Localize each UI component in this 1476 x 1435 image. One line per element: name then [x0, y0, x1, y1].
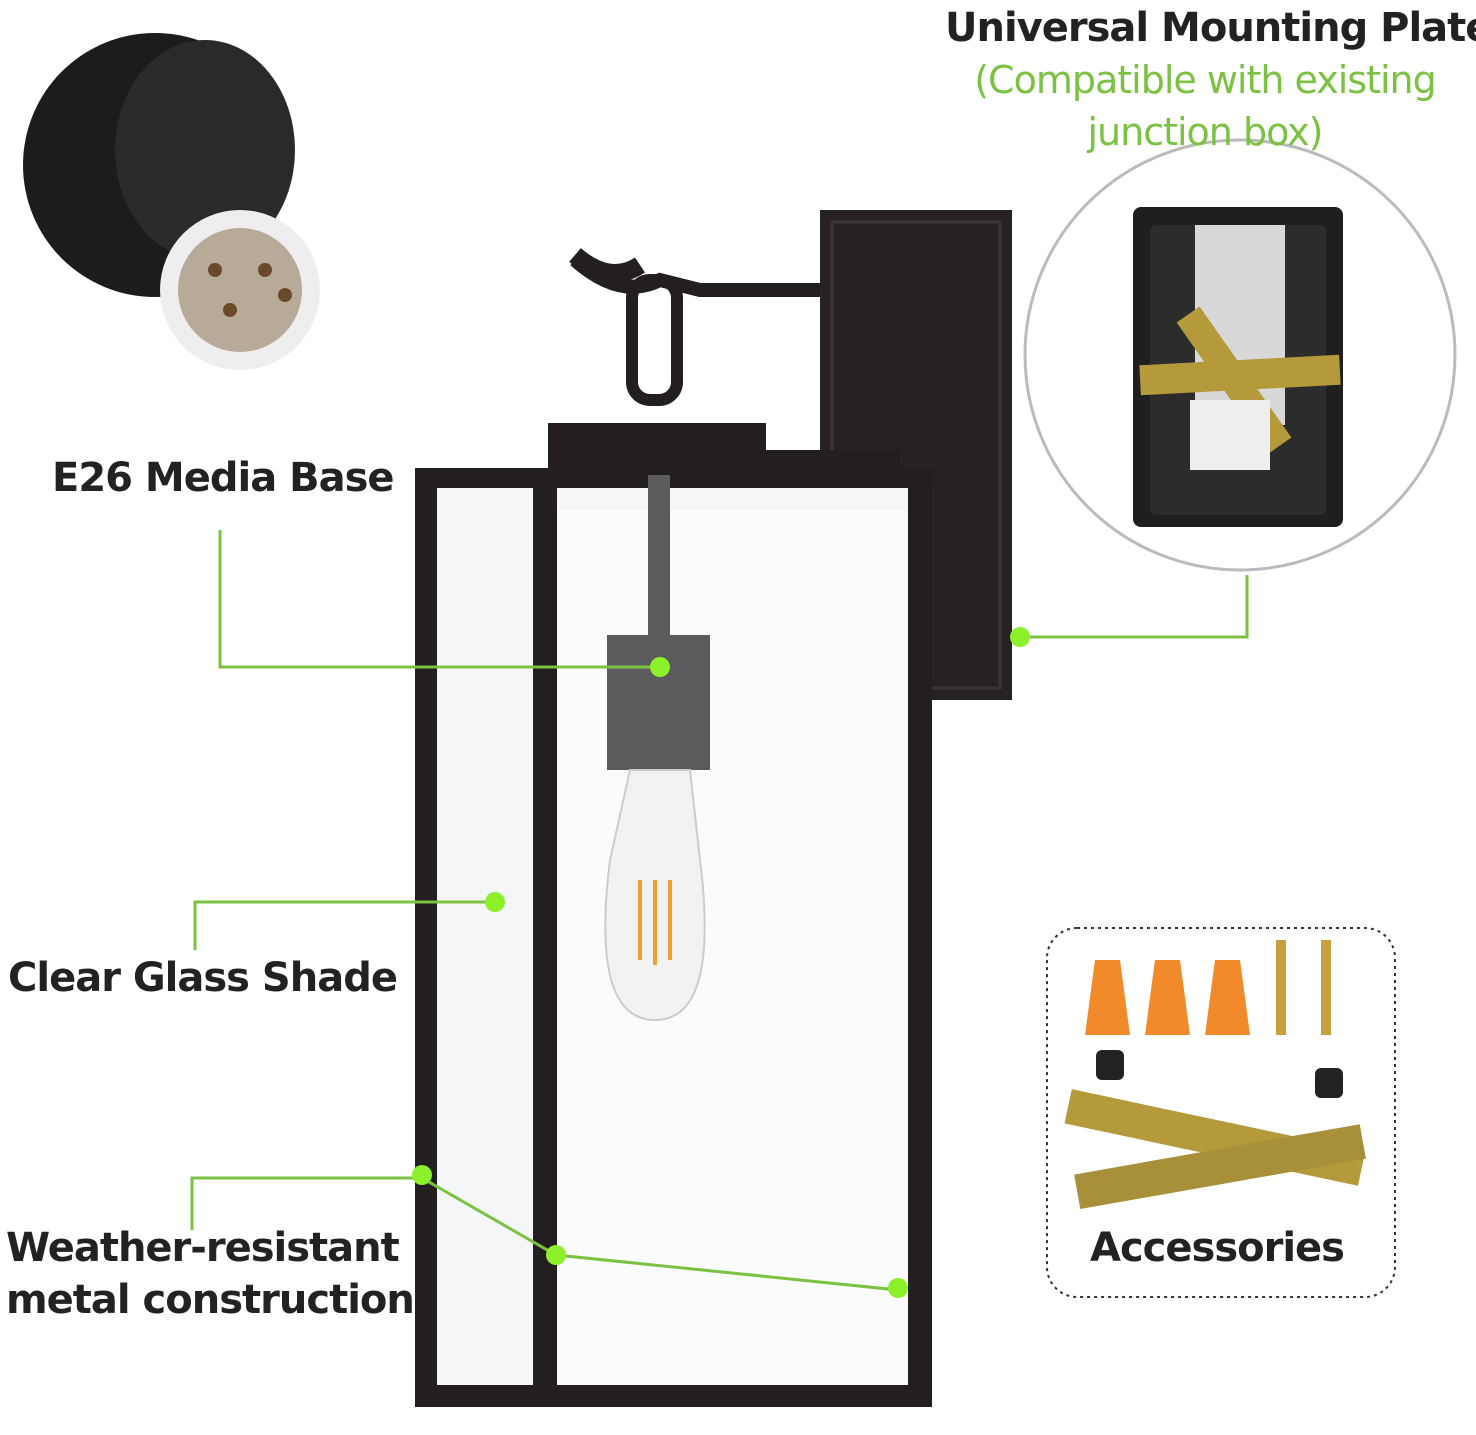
mounting-plate-detail-image [1023, 138, 1457, 572]
mounting-plate-note-line2: junction box) [1087, 110, 1323, 154]
media-base-label: E26 Media Base [52, 455, 395, 501]
construction-label-line2: metal construction [6, 1277, 415, 1323]
accessories-label: Accessories [1090, 1225, 1345, 1271]
mounting-plate-note-line1: (Compatible with existing [974, 58, 1437, 102]
socket-detail-image [23, 33, 320, 370]
lantern-top-cap [548, 423, 766, 475]
construction-label-line1: Weather-resistant [6, 1225, 400, 1271]
mounting-plate-label: Universal Mounting Plate [945, 5, 1476, 51]
bulb-socket [607, 635, 710, 770]
glass-shade-label: Clear Glass Shade [8, 955, 398, 1001]
accessories-image [1046, 927, 1396, 1298]
callout-dots [412, 627, 1030, 1298]
